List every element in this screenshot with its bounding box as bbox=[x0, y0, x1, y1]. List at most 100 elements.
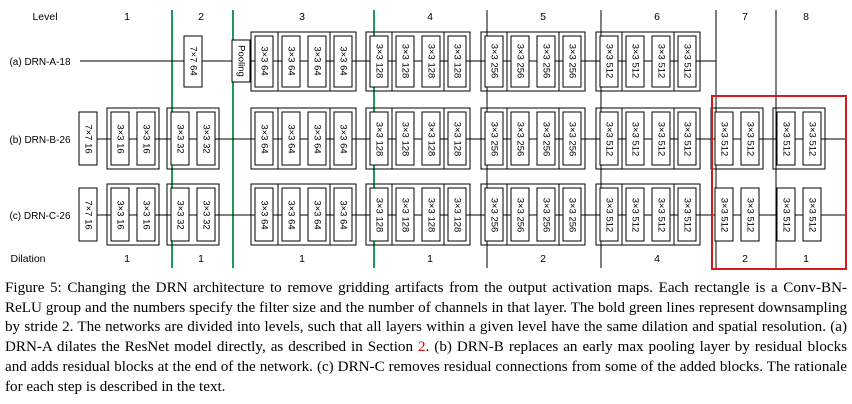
conv-block bbox=[510, 111, 530, 166]
conv-block bbox=[562, 35, 582, 88]
conv-block-label: 3×3 128 bbox=[452, 44, 463, 79]
conv-block-label: 3×3 512 bbox=[604, 44, 615, 79]
conv-block bbox=[599, 35, 619, 88]
dilation-value-label: 1 bbox=[803, 253, 809, 265]
residual-connection bbox=[391, 107, 471, 170]
level-header-label: Level bbox=[32, 11, 57, 23]
conv-block bbox=[231, 39, 251, 83]
conv-block-label: 3×3 128 bbox=[400, 44, 411, 79]
caption-text-1: Figure 5: Changing the DRN architecture … bbox=[5, 280, 847, 356]
residual-connection bbox=[621, 31, 701, 92]
conv-block bbox=[562, 187, 582, 242]
conv-block-label: 3×3 256 bbox=[515, 122, 526, 157]
conv-block-label: 3×3 16 bbox=[141, 200, 152, 229]
conv-block-label: 3×3 256 bbox=[541, 44, 552, 79]
conv-block bbox=[599, 111, 619, 166]
level-number-label: 2 bbox=[198, 11, 204, 23]
dilation-value-label: 2 bbox=[540, 253, 546, 265]
residual-connection bbox=[391, 31, 471, 92]
conv-block-label: 7×7 16 bbox=[83, 200, 94, 229]
conv-block bbox=[136, 111, 156, 166]
conv-block bbox=[421, 35, 441, 88]
conv-block-label: 3×3 128 bbox=[452, 122, 463, 157]
conv-block-label: 3×3 256 bbox=[489, 122, 500, 157]
conv-block bbox=[333, 111, 353, 166]
conv-block bbox=[196, 187, 216, 242]
conv-block-label: 7×7 64 bbox=[188, 46, 199, 75]
conv-block bbox=[196, 111, 216, 166]
conv-block bbox=[714, 187, 734, 242]
conv-block-label: 3×3 512 bbox=[656, 198, 667, 233]
conv-block bbox=[714, 111, 734, 166]
conv-block bbox=[78, 111, 98, 166]
conv-block bbox=[484, 35, 504, 88]
conv-block bbox=[333, 35, 353, 88]
conv-block-label: 3×3 128 bbox=[426, 44, 437, 79]
conv-block-label: 3×3 64 bbox=[259, 124, 270, 153]
conv-block bbox=[136, 187, 156, 242]
conv-block bbox=[170, 111, 190, 166]
dilation-value-label: 2 bbox=[742, 253, 748, 265]
conv-block bbox=[536, 187, 556, 242]
conv-block bbox=[333, 187, 353, 242]
conv-block-label: 3×3 512 bbox=[745, 122, 756, 157]
level-number-label: 8 bbox=[803, 11, 809, 23]
conv-block bbox=[740, 111, 760, 166]
conv-block-label: 3×3 512 bbox=[781, 198, 792, 233]
residual-connection bbox=[166, 183, 220, 246]
conv-block-label: 3×3 128 bbox=[400, 198, 411, 233]
conv-block bbox=[281, 35, 301, 88]
level-number-label: 3 bbox=[299, 11, 305, 23]
conv-block-label: 3×3 128 bbox=[374, 198, 385, 233]
conv-block bbox=[254, 111, 274, 166]
conv-block-label: 3×3 512 bbox=[807, 198, 818, 233]
residual-connection bbox=[506, 31, 586, 92]
conv-block bbox=[802, 187, 822, 242]
section-reference-link[interactable]: 2 bbox=[418, 339, 426, 356]
conv-block-label: 3×3 16 bbox=[115, 124, 126, 153]
conv-block bbox=[421, 187, 441, 242]
conv-block-label: 3×3 512 bbox=[604, 198, 615, 233]
conv-block-label: 3×3 512 bbox=[682, 44, 693, 79]
conv-block bbox=[625, 35, 645, 88]
conv-block-label: 3×3 64 bbox=[338, 46, 349, 75]
residual-connection bbox=[621, 183, 701, 246]
residual-connection bbox=[621, 107, 701, 170]
conv-block bbox=[510, 35, 530, 88]
conv-block bbox=[110, 187, 130, 242]
conv-block-label: 3×3 16 bbox=[141, 124, 152, 153]
conv-block-label: 3×3 128 bbox=[374, 44, 385, 79]
conv-block-label: 3×3 128 bbox=[400, 122, 411, 157]
conv-block bbox=[183, 35, 203, 88]
conv-block-label: 3×3 128 bbox=[426, 198, 437, 233]
conv-block bbox=[447, 187, 467, 242]
conv-block-label: 3×3 64 bbox=[338, 200, 349, 229]
conv-block bbox=[677, 111, 697, 166]
level-number-label: 5 bbox=[540, 11, 546, 23]
conv-block bbox=[510, 187, 530, 242]
conv-block-label: 3×3 64 bbox=[312, 124, 323, 153]
conv-block bbox=[484, 187, 504, 242]
residual-connection bbox=[506, 107, 586, 170]
conv-block bbox=[651, 111, 671, 166]
conv-block bbox=[281, 111, 301, 166]
conv-block bbox=[740, 187, 760, 242]
conv-block bbox=[651, 35, 671, 88]
conv-block-label: 3×3 64 bbox=[312, 200, 323, 229]
conv-block bbox=[562, 111, 582, 166]
residual-connection bbox=[506, 183, 586, 246]
conv-block bbox=[484, 111, 504, 166]
level-number-label: 4 bbox=[427, 11, 433, 23]
conv-block bbox=[307, 187, 327, 242]
conv-block-label: 3×3 256 bbox=[489, 44, 500, 79]
residual-connection bbox=[391, 183, 471, 246]
network-row-label: (b) DRN-B-26 bbox=[9, 135, 71, 146]
level-number-label: 1 bbox=[124, 11, 130, 23]
conv-block bbox=[536, 35, 556, 88]
level-number-label: 7 bbox=[742, 11, 748, 23]
conv-block bbox=[395, 187, 415, 242]
residual-connection bbox=[166, 107, 220, 170]
conv-block-label: 3×3 512 bbox=[682, 198, 693, 233]
conv-block-label: 3×3 256 bbox=[541, 198, 552, 233]
conv-block bbox=[625, 187, 645, 242]
